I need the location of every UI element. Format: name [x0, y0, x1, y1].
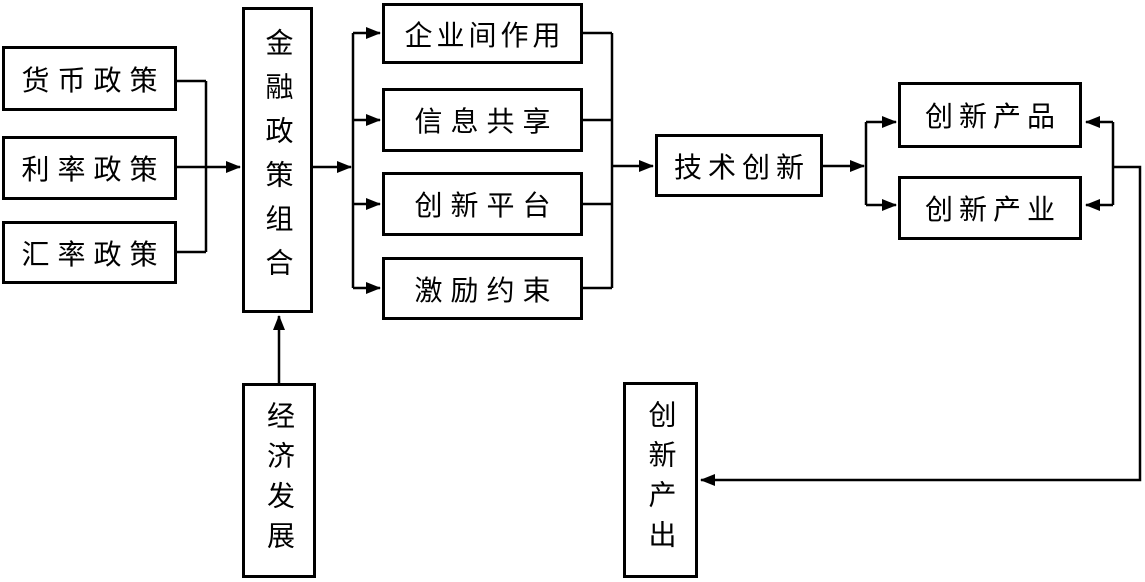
- node-innovation-output: 创新产出: [623, 382, 698, 578]
- collect-spine: [583, 31, 614, 290]
- node-economic-development: 经济发展: [242, 383, 316, 578]
- node-enterprise-interaction: 企业间作用: [382, 3, 583, 64]
- node-technological-innovation: 技术创新: [655, 134, 823, 197]
- node-innovative-products: 创新产品: [898, 82, 1082, 148]
- node-information-sharing: 信息共享: [382, 88, 583, 152]
- node-incentive-constraint: 激励约束: [382, 257, 583, 320]
- node-exchange-rate-policy: 汇率政策: [2, 221, 177, 284]
- node-innovative-industry: 创新产业: [898, 176, 1082, 240]
- node-monetary-policy: 货币政策: [2, 46, 177, 111]
- node-financial-policy-mix: 金融政策组合: [242, 7, 313, 313]
- edge-left-collector: [177, 79, 208, 254]
- node-interest-rate-policy: 利率政策: [2, 136, 177, 200]
- node-innovation-platform: 创新平台: [382, 172, 583, 236]
